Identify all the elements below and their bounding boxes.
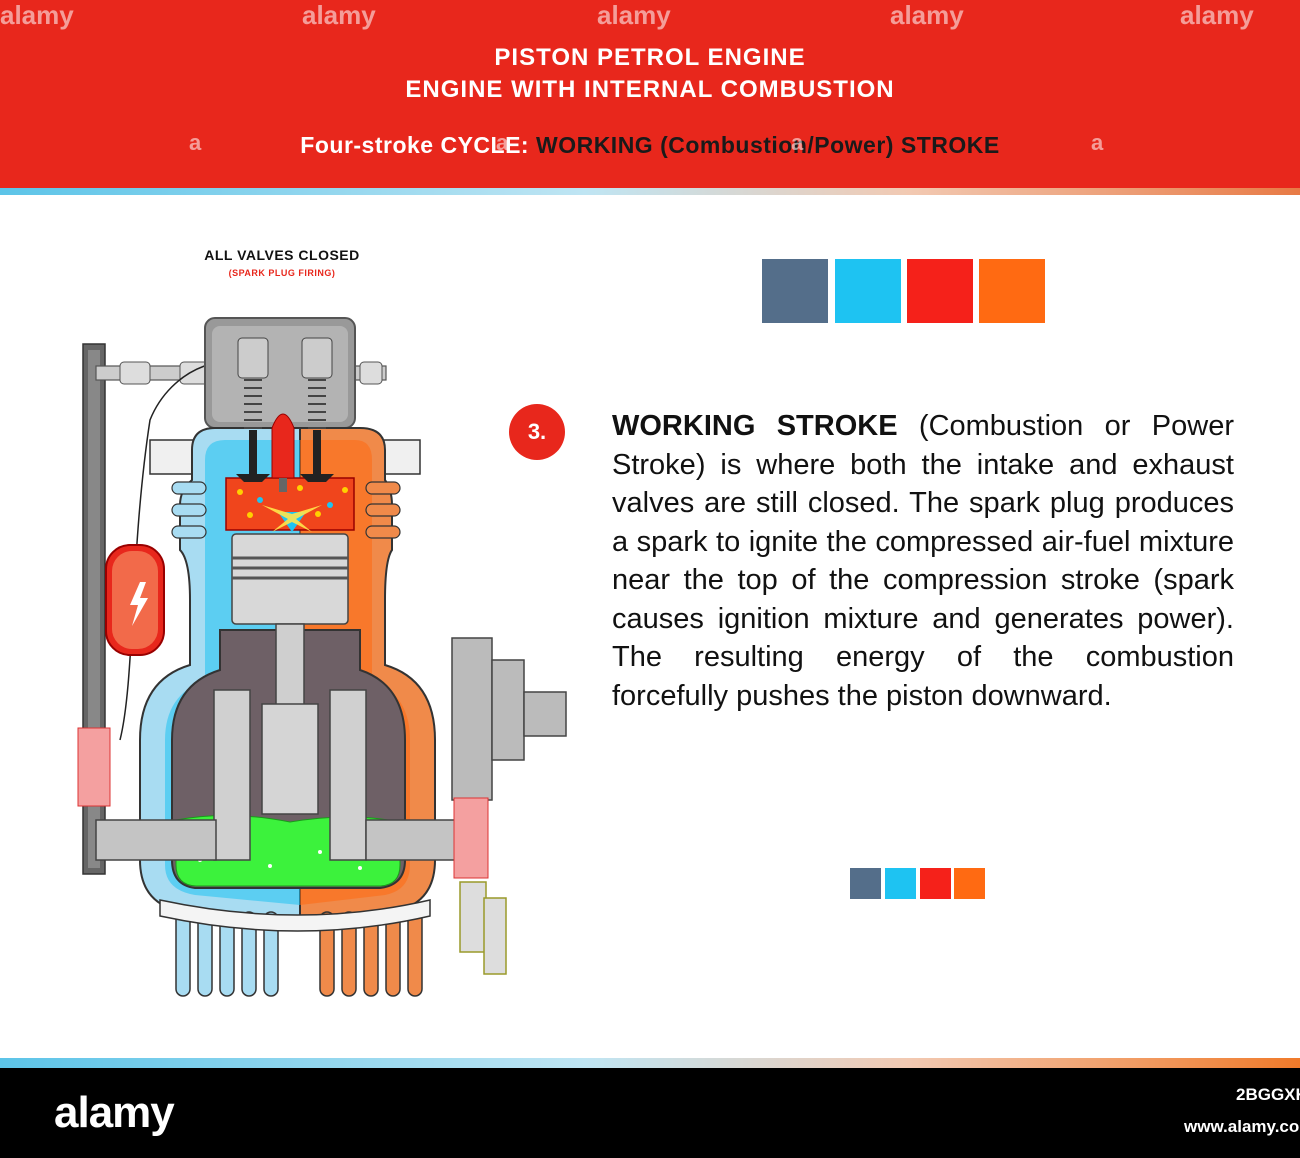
stroke-name: WORKING STROKE — [612, 410, 898, 442]
swatch-large-orange — [979, 259, 1045, 323]
lightning-bolt-icon — [130, 582, 148, 626]
swatch-large-slate — [762, 259, 828, 323]
watermark-letter-4: a — [1091, 130, 1104, 155]
exhaust-valve-head — [300, 474, 334, 482]
stroke-description: WORKING STROKE (Combustion or Power Stro… — [612, 407, 1234, 715]
crankshaft-left — [95, 819, 217, 861]
cycle-prefix: Four-stroke CYCLE: — [300, 132, 536, 158]
header-banner — [0, 0, 1300, 188]
exhaust-valve-stem — [313, 430, 321, 474]
engine-diagram — [77, 317, 567, 1000]
drive-gear — [491, 659, 525, 761]
footer-gradient-rule — [0, 1058, 1300, 1068]
exhaust-valve-tappet — [301, 337, 333, 379]
oil-pump-gear-2 — [483, 897, 507, 975]
sump-base — [159, 899, 431, 932]
spark-plug — [271, 413, 295, 479]
oil-pump-gear-1 — [459, 881, 487, 953]
exhaust-valve-spring — [308, 379, 326, 429]
watermark-letter-2: a — [496, 130, 509, 155]
header-title-line1: PISTON PETROL ENGINE — [494, 44, 806, 71]
swatch-small-cyan — [885, 868, 916, 899]
belt-pulley-bottom — [77, 727, 111, 807]
cam-lobe-1 — [119, 361, 151, 385]
header-cycle-line: Four-stroke CYCLE: WORKING (Combustion/P… — [0, 132, 1300, 159]
diagram-title: ALL VALVES CLOSED — [204, 247, 360, 263]
watermark-top-1: alamy — [0, 0, 74, 30]
flywheel-gear — [451, 637, 493, 801]
watermark-top-3: alamy — [597, 0, 671, 30]
swatch-small-slate — [850, 868, 881, 899]
intake-valve-stem — [249, 430, 257, 474]
sprocket-gear — [453, 797, 489, 879]
cam-lobe-3 — [359, 361, 383, 385]
watermark-top-2: alamy — [302, 0, 376, 30]
stroke-explanation: (Combustion or Power Stroke) is where bo… — [612, 410, 1234, 712]
watermark-letter-1: a — [189, 130, 202, 155]
swatch-large-red — [907, 259, 973, 323]
cycle-highlight: WORKING (Combustion/Power) STROKE — [535, 132, 1000, 158]
swatch-large-cyan — [835, 259, 901, 323]
crank-pin — [261, 703, 319, 815]
crankshaft-right — [365, 819, 457, 861]
diagram-subtitle: (SPARK PLUG FIRING) — [228, 268, 336, 278]
intake-valve-head — [236, 474, 270, 482]
output-shaft — [523, 691, 567, 737]
step-number-badge: 3. — [509, 404, 565, 460]
watermark-letter-3: a — [791, 130, 804, 155]
header-title-line2: ENGINE WITH INTERNAL COMBUSTION — [405, 76, 895, 103]
header-gradient-rule — [0, 188, 1300, 195]
brand-logo: alamy — [54, 1088, 175, 1137]
footer-bar — [0, 1068, 1300, 1158]
site-url: www.alamy.com — [1184, 1117, 1300, 1136]
intake-valve-tappet — [237, 337, 269, 379]
cooling-fins-side — [171, 481, 401, 539]
image-id: 2BGGXKJ — [1236, 1085, 1300, 1104]
swatch-small-orange — [954, 868, 985, 899]
crank-web-right — [329, 689, 367, 861]
watermark-top-4: alamy — [890, 0, 964, 30]
watermark-top-5: alamy — [1180, 0, 1254, 30]
intake-valve-spring — [244, 379, 262, 429]
swatch-small-red — [920, 868, 951, 899]
crank-web-left — [213, 689, 251, 861]
